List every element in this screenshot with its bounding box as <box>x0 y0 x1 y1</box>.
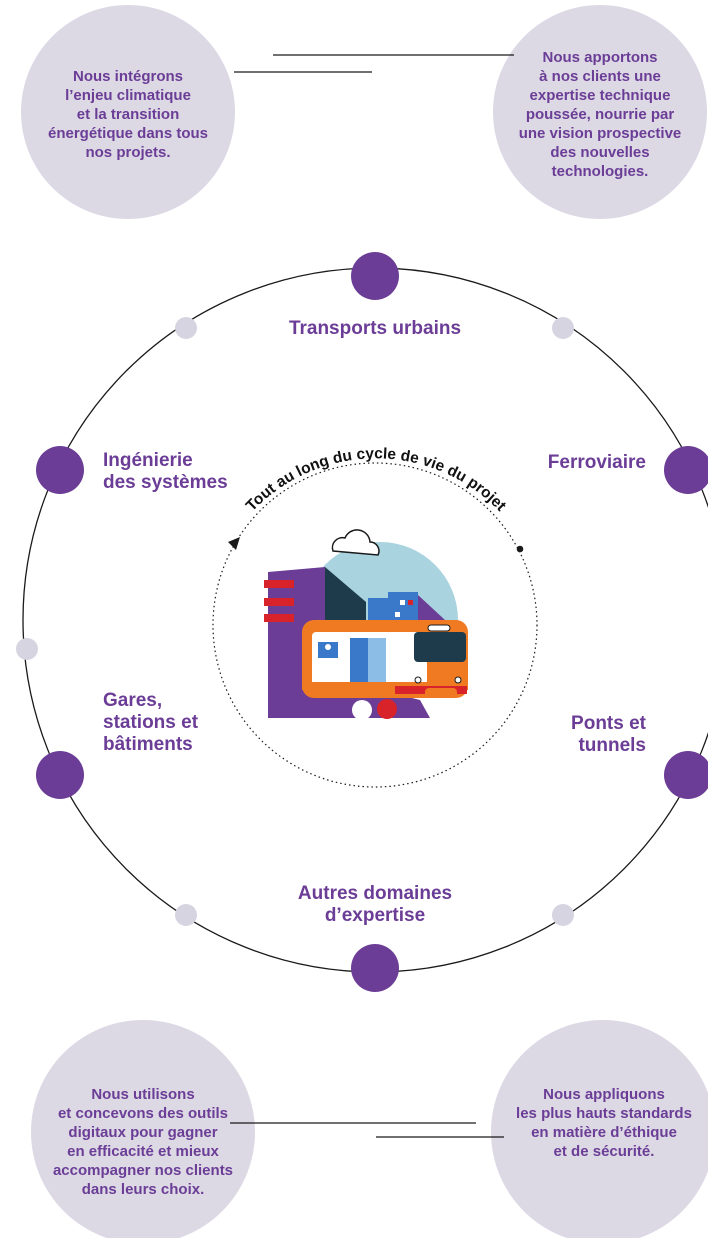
lifecycle-ring <box>212 462 538 788</box>
bubble-digital <box>31 1020 255 1238</box>
domain-bridges-label: Ponts et tunnels <box>571 713 646 756</box>
cloud-icon <box>331 529 380 556</box>
commitment-digital: Nous utilisons et concevons des outils d… <box>52 1086 234 1198</box>
lifecycle-end-dot <box>516 545 524 553</box>
lifecycle-arrow <box>228 537 240 550</box>
commitment-expertise: Nous apportons à nos clients une experti… <box>518 49 682 180</box>
domain-other-label: Autres domaines d’expertise <box>297 883 453 926</box>
domain-rail-label: Ferroviaire <box>547 452 646 473</box>
connector-lines <box>230 54 514 1138</box>
bubble-climate <box>21 5 235 219</box>
domain-urban-label: Transports urbains <box>288 318 462 339</box>
domain-stations-label: Gares, stations et bâtiments <box>103 690 199 755</box>
bubble-ethics <box>491 1020 708 1238</box>
node-urban <box>351 252 399 300</box>
domain-systems-label: Ingénierie des systèmes <box>103 450 228 493</box>
node-stations <box>36 751 84 799</box>
node-rail <box>664 446 708 494</box>
node-other <box>351 944 399 992</box>
commitment-ethics: Nous appliquons les plus hauts standards… <box>516 1086 692 1160</box>
node-systems <box>36 446 84 494</box>
ring-small-nodes <box>16 317 574 926</box>
commitment-climate: Nous intégrons l’enjeu climatique et la … <box>47 68 209 161</box>
ring-domain-nodes <box>36 252 708 992</box>
bubble-expertise <box>493 5 707 219</box>
transport-illustration <box>264 529 468 720</box>
node-bridges <box>664 751 708 799</box>
